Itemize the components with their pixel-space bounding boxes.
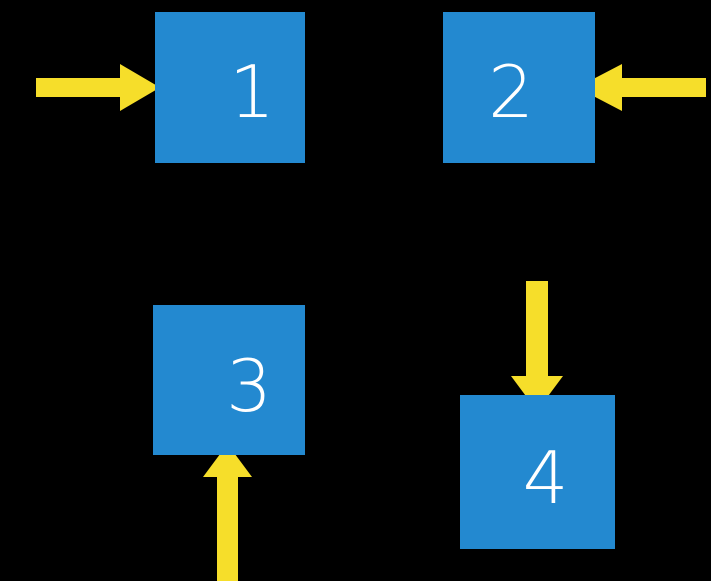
- node-label-4: 4: [522, 436, 569, 520]
- node-box-4[interactable]: 4: [460, 395, 615, 549]
- node-box-2[interactable]: 2: [443, 12, 595, 163]
- arrow-left-icon: [577, 64, 706, 111]
- arrow-up-icon: [203, 444, 252, 581]
- arrow-down-icon: [511, 281, 563, 411]
- node-label-2: 2: [488, 49, 534, 134]
- node-label-3: 3: [226, 344, 272, 428]
- arrow-right-icon: [36, 64, 160, 111]
- node-box-1[interactable]: 1: [155, 12, 305, 163]
- node-label-1: 1: [229, 49, 275, 134]
- node-box-3[interactable]: 3: [153, 305, 305, 455]
